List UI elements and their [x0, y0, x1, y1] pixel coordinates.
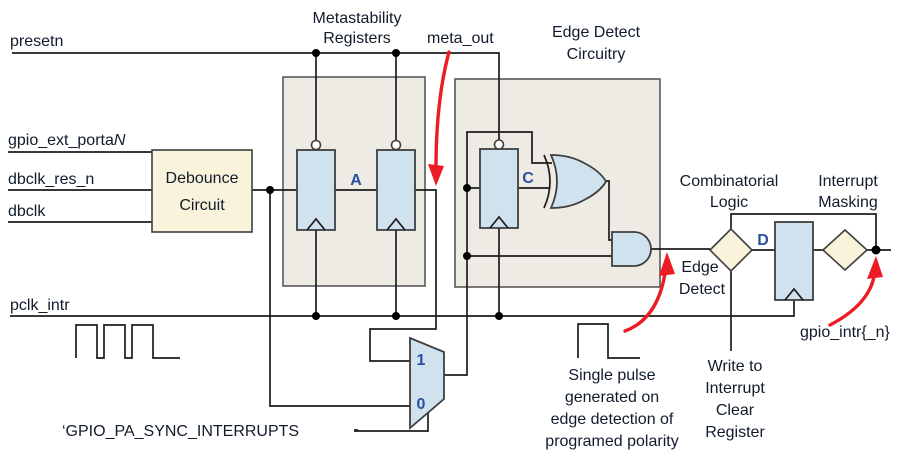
combinatorial-title-2: Logic — [710, 194, 748, 211]
edge-ff — [479, 148, 519, 229]
masking-diamond — [821, 228, 869, 272]
single-pulse-note-3: edge detection of — [551, 411, 674, 428]
write-clear-note-3: Clear — [716, 402, 755, 419]
junction-dot — [266, 186, 274, 194]
feedback-wire — [730, 213, 877, 250]
pclk-clock-waveform — [75, 324, 180, 359]
junction-dot — [495, 312, 503, 320]
xor-gate — [549, 154, 608, 209]
meta-out-to-mux1-wire — [369, 189, 437, 362]
mux-input-0-label: 0 — [417, 396, 426, 413]
masking-title-1: Interrupt — [818, 173, 878, 190]
meta-ff2-reset-bubble — [390, 139, 402, 151]
debounce-label-2: Circuit — [179, 197, 225, 214]
net-a-label: A — [350, 172, 362, 189]
sync-macro-label: ‘GPIO_PA_SYNC_INTERRUPTS — [62, 423, 299, 440]
gpio-ext-porta-base: gpio_ext_porta — [8, 132, 114, 149]
edge-detect-note-2: Detect — [679, 281, 726, 298]
meta-ff1-clock-triangle — [306, 217, 326, 231]
dbclk-label: dbclk — [8, 203, 46, 220]
edge-ff-clock-triangle — [489, 215, 509, 229]
single-pulse-note-2: generated on — [565, 389, 659, 406]
edge-detect-arrow — [623, 264, 668, 333]
debounce-block — [151, 149, 253, 233]
mux-select-wire — [354, 412, 429, 432]
edge-circuitry-title-1: Edge Detect — [552, 24, 641, 41]
meta-ff1-reset-bubble — [310, 139, 322, 151]
gpio-intr-label: gpio_intr{_n} — [800, 324, 891, 341]
meta-ff2 — [376, 149, 416, 231]
single-pulse-waveform — [577, 323, 640, 359]
and-gate — [611, 231, 652, 267]
debounce-label-1: Debounce — [166, 170, 239, 187]
sync-mux — [409, 336, 445, 430]
dbclk-res-n-label: dbclk_res_n — [8, 171, 94, 188]
write-clear-note-2: Interrupt — [705, 380, 765, 397]
metastability-title-2: Registers — [323, 30, 391, 47]
masking-title-2: Masking — [818, 194, 878, 211]
meta-out-arrow — [434, 50, 451, 170]
interrupt-register-clock-triangle — [784, 287, 804, 301]
meta-ff2-clock-triangle — [386, 217, 406, 231]
junction-dot — [312, 49, 320, 57]
xor-to-and-wire — [606, 180, 612, 241]
edge-ff-reset-bubble — [493, 139, 505, 150]
combinatorial-title-1: Combinatorial — [680, 173, 779, 190]
gpio-ext-porta-label: gpio_ext_portaN — [8, 132, 126, 149]
pclk-intr-wire — [10, 300, 795, 317]
presetn-wire — [12, 52, 500, 140]
junction-dot — [871, 245, 881, 255]
metastability-title-1: Metastability — [313, 10, 402, 27]
junction-dot — [463, 252, 471, 260]
edge-detect-note-1: Edge — [681, 259, 718, 276]
junction-dot — [392, 312, 400, 320]
junction-dot — [312, 312, 320, 320]
meta-out-arrowhead — [428, 164, 444, 186]
gpio-intr-arrowhead — [867, 256, 883, 279]
write-clear-note-4: Register — [705, 424, 765, 441]
edge-circuitry-title-2: Circuitry — [567, 46, 626, 63]
single-pulse-note-4: programed polarity — [545, 433, 678, 450]
single-pulse-note-1: Single pulse — [568, 367, 655, 384]
interrupt-register — [774, 221, 814, 301]
meta-out-label: meta_out — [427, 30, 494, 47]
edge-detect-arrowhead — [659, 252, 675, 276]
junction-dot — [392, 49, 400, 57]
net-c-label: C — [522, 170, 534, 187]
gpio-ext-porta-suffix: N — [114, 132, 126, 149]
combinatorial-diamond — [708, 227, 754, 273]
net-d-label: D — [757, 232, 769, 249]
write-clear-note-1: Write to — [708, 358, 763, 375]
junction-dot — [463, 184, 471, 192]
mux-out-bus-wire — [444, 131, 552, 376]
pclk-intr-label: pclk_intr — [10, 297, 70, 314]
presetn-label: presetn — [10, 33, 63, 50]
mux-input-1-label: 1 — [417, 352, 426, 369]
raw-to-mux0-wire — [269, 190, 410, 407]
xor-input-arc — [543, 154, 551, 209]
